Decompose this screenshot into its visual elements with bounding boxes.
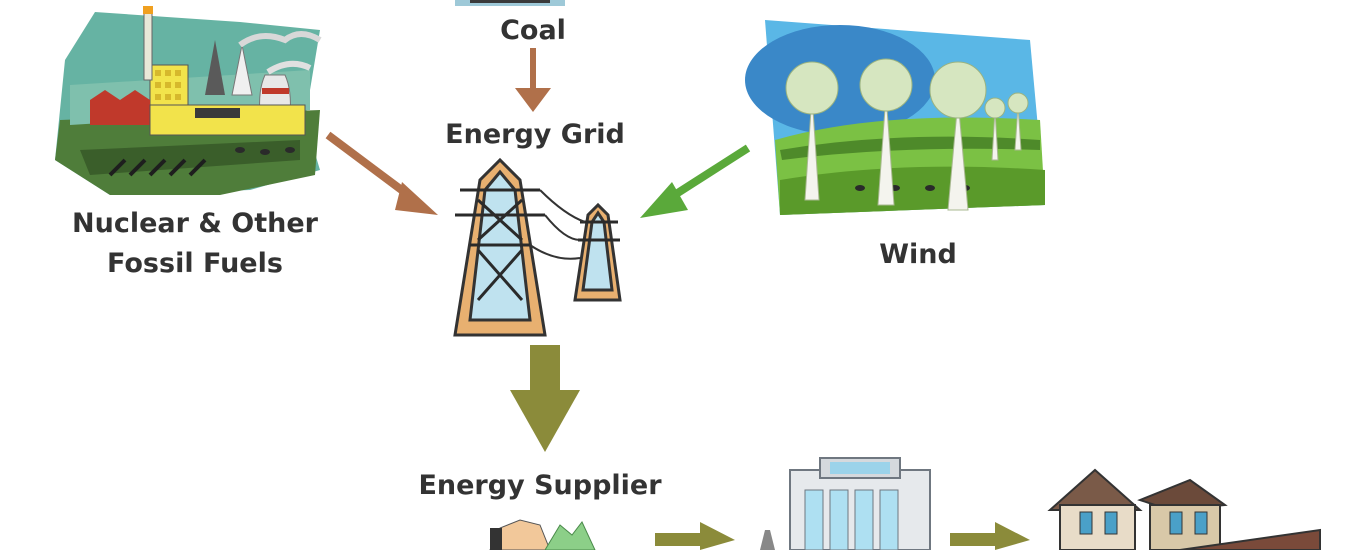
house-icon [1047,468,1321,550]
edge-building-to-house [950,522,1030,550]
power-pylon-icon [453,157,622,337]
edge-grid-to-supplier [510,345,580,452]
factory-power-plant-icon [55,6,322,195]
energy-supplier-icon [489,519,596,550]
edge-nuclear-to-grid [325,131,438,215]
node-coal-label: Coal [500,15,566,46]
node-supplier-label: Energy Supplier [418,470,662,501]
wind-turbine-field-icon [745,20,1045,215]
node-wind-label: Wind [879,239,957,270]
edge-supplier-to-building [655,522,735,550]
office-building-icon [760,457,931,550]
edge-wind-to-grid [640,144,751,218]
edge-coal-to-grid [515,48,551,112]
node-grid-label: Energy Grid [445,119,625,150]
node-nuclear-label-line2: Fossil Fuels [107,248,283,279]
coal-plant-icon [455,0,565,6]
node-nuclear-label-line1: Nuclear & Other [72,208,318,239]
